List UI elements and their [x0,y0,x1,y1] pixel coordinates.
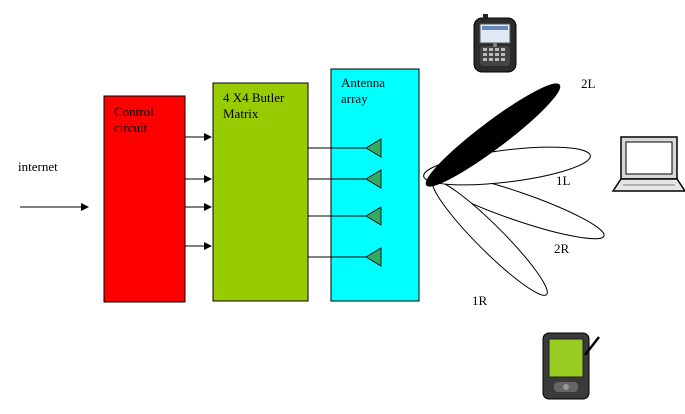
laptop-icon [611,136,685,192]
control-circuit-label-2: circuit [114,120,148,135]
beam-label-2R: 2R [554,241,570,256]
beam-label-1L: 1L [556,173,571,188]
antenna-array-label-2: array [341,91,368,106]
butler-matrix-label-2: Matrix [223,106,259,121]
smartphone-icon [473,14,517,73]
antenna-element-1 [365,138,382,158]
beam-lobe-2L-main [425,83,561,187]
internet-label: internet [18,159,58,174]
antenna-element-3 [365,206,382,226]
beam-label-1R: 1R [472,293,488,308]
butler-matrix-block [212,82,309,302]
antenna-element-4 [365,247,382,267]
antenna-array-label-1: Antenna [341,75,385,90]
pda-icon [542,332,600,400]
beam-lobe-1L [423,146,591,186]
beam-label-2L: 2L [581,76,596,91]
butler-matrix-label-1: 4 X4 Butler [223,90,285,105]
control-circuit-block [103,95,186,303]
control-circuit-label-1: Control [114,104,154,119]
antenna-element-2 [365,169,382,189]
